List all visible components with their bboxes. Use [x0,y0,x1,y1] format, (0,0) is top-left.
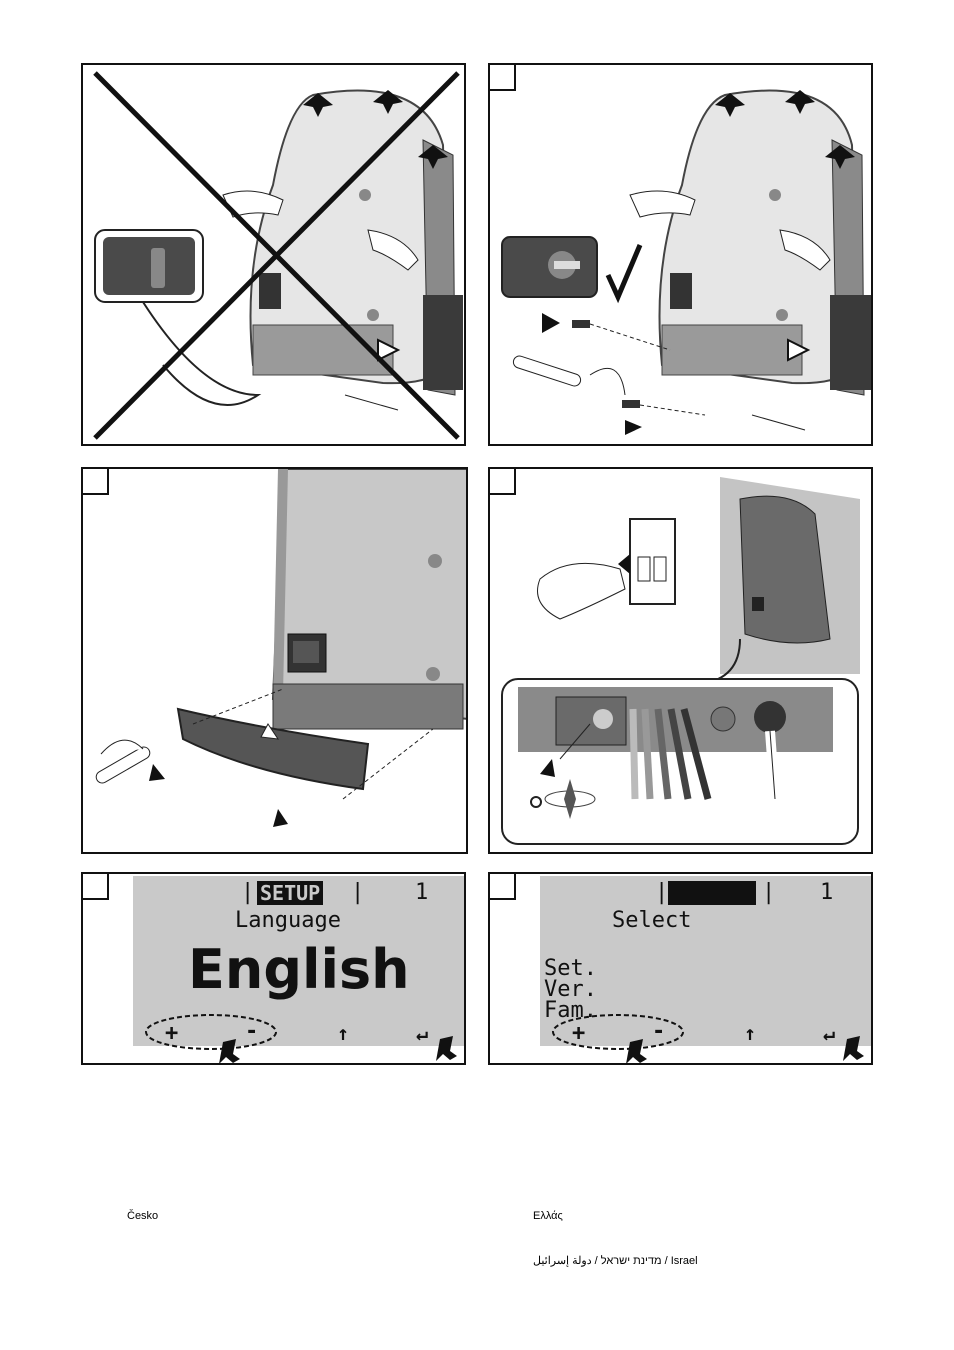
menu-line-2: Ver. [544,977,597,1002]
key-plus[interactable]: + [572,1021,586,1046]
step-number-box [490,469,516,495]
menu-line-1: Set. [544,956,597,981]
panel-step-language: | SETUP | 1 Language English + - ↑ ↵ [81,872,466,1065]
step-number-box [83,874,109,900]
key-enter[interactable]: ↵ [823,1021,836,1045]
key-escape[interactable]: ↑ [744,1021,757,1045]
menu-line-3: Fam. [544,998,597,1023]
key-enter[interactable]: ↵ [416,1021,429,1045]
step-number-box [490,874,516,900]
page-number: 1 [415,880,429,905]
country-greece: Ελλάς [533,1210,563,1222]
display-screen: | SETUP | 1 Language English [133,876,464,1046]
panel-wrong-method [81,63,466,446]
keypad-indicators [552,1014,864,1063]
inverter-cover-removal-illustration [501,89,871,435]
country-czech: Česko [127,1210,159,1222]
bottom-cover-illustration [95,469,466,827]
panel-step-remove-cover [488,63,873,446]
dc-switch-on-label: I [574,752,578,767]
step-number-box [490,65,516,91]
blank-tab [668,881,756,905]
menu-title: Select [612,908,692,933]
key-minus[interactable]: - [245,1019,259,1044]
setup-tab: SETUP [257,881,324,905]
panel-step-attach-bottom-cover [81,467,468,854]
display-screen: | | 1 Select Set. Ver. Fam. [540,876,871,1046]
selected-language: English [188,938,410,1001]
panel-step-switch-on: I O [488,467,873,854]
menu-title: Language [235,908,341,933]
step-number-box [83,469,109,495]
key-minus[interactable]: - [652,1019,666,1044]
inverter-cover-illustration [93,71,463,440]
key-escape[interactable]: ↑ [337,1021,350,1045]
page-number: 1 [820,880,834,905]
breaker-and-disconnect-illustration [501,477,860,845]
panel-step-select: | | 1 Select Set. Ver. Fam. + - ↑ ↵ [488,872,873,1065]
key-plus[interactable]: + [165,1021,179,1046]
country-israel: מדינת ישראל / دولة إسرائيل / Israel [533,1255,698,1267]
dc-switch-off-label: O [532,789,533,790]
keypad-indicators [145,1014,457,1063]
